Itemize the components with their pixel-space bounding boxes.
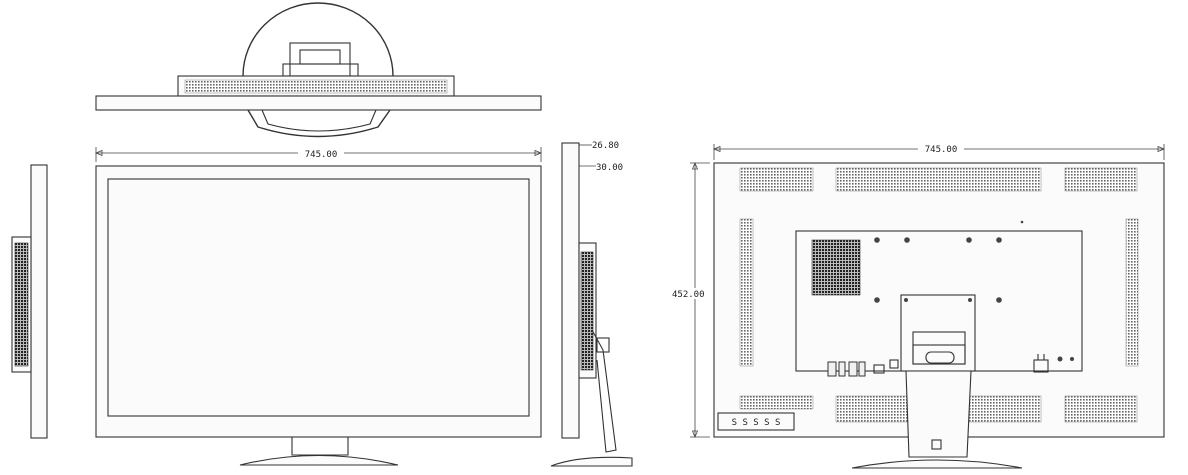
front-stand-neck [291, 437, 349, 456]
right-side-panel [561, 142, 580, 439]
back-height-label: 452.00 [672, 290, 705, 300]
vesa-mount-hole [904, 237, 910, 243]
rear-speaker-grille [811, 239, 861, 296]
rear-vent [739, 218, 754, 367]
left-side-panel [30, 164, 48, 439]
rear-view: 745.00 452.00 [670, 144, 1166, 469]
rear-vent [739, 395, 814, 410]
front-width-label: 745.00 [305, 150, 338, 160]
rear-io-ports [827, 354, 1074, 377]
top-view-stand-arc [242, 2, 394, 77]
vesa-mount-hole [996, 237, 1002, 243]
depth-top-label: 26.80 [592, 141, 619, 151]
back-width-label: 745.00 [925, 145, 958, 155]
rear-vent [1125, 218, 1139, 367]
left-side-vent [14, 242, 29, 367]
vesa-mount-hole [966, 237, 972, 243]
front-screen [107, 178, 530, 417]
front-view: 745.00 [94, 147, 543, 466]
top-view-panel [95, 95, 542, 111]
rear-stand [900, 294, 976, 458]
depth-bottom-label: 30.00 [596, 163, 623, 173]
rear-vent [835, 167, 1042, 192]
left-side-view [11, 164, 48, 439]
right-side-stand-base [550, 456, 633, 467]
top-view-base [247, 109, 391, 138]
right-side-stand-arm [591, 329, 617, 453]
top-view-vent-strip [184, 79, 448, 94]
right-side-vent [580, 251, 594, 371]
rear-vent [1064, 167, 1138, 192]
rear-label-plate [717, 412, 795, 431]
front-bezel [95, 165, 542, 438]
vesa-mount-hole [874, 237, 880, 243]
top-view-stand-head [289, 42, 351, 77]
right-side-view: 26.80 30.00 [550, 139, 633, 467]
top-view [95, 2, 542, 138]
rear-vent [1064, 395, 1138, 423]
front-stand-base [239, 455, 399, 466]
rear-stand-base [851, 459, 1023, 469]
rear-label-text: S S S S S [732, 418, 781, 428]
rear-vent [739, 167, 814, 192]
vesa-mount-hole [996, 297, 1002, 303]
vesa-mount-hole [874, 297, 880, 303]
